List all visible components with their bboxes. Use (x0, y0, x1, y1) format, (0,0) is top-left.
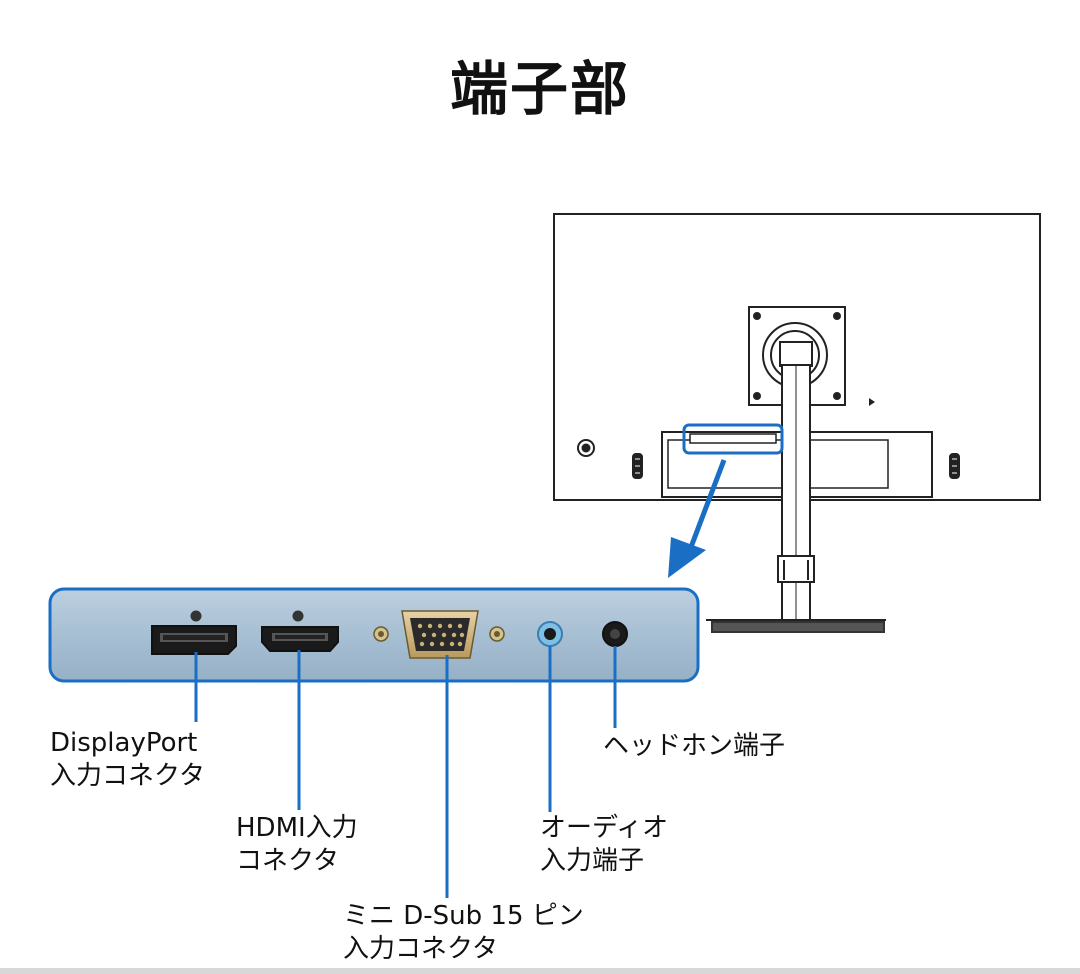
leader-lines (194, 646, 617, 898)
label-audio: オーディオ 入力端子 (540, 812, 668, 878)
label-hdmi-line2: コネクタ (236, 846, 339, 876)
page-title: 端子部 (449, 55, 630, 123)
label-displayport-line1: DisplayPort (50, 728, 198, 758)
power-connector (577, 439, 595, 457)
label-hdmi: HDMI入力 コネクタ (236, 812, 358, 878)
bottom-divider (0, 968, 1080, 974)
stand-base (711, 621, 885, 633)
label-dsub-line1: ミニ D-Sub 15 ピン (343, 901, 584, 931)
audio-input-jack (537, 621, 563, 647)
label-audio-line2: 入力端子 (540, 846, 645, 876)
displayport-connector (151, 610, 237, 655)
label-displayport-line2: 入力コネクタ (50, 761, 205, 791)
connector-area-highlight (682, 423, 784, 455)
label-displayport: DisplayPort 入力コネクタ (50, 727, 205, 793)
headphone-jack (602, 621, 628, 647)
label-dsub-line2: 入力コネクタ (343, 934, 498, 964)
zoom-arrow (668, 459, 727, 578)
hdmi-connector (261, 610, 339, 652)
monitor-rear-view (553, 213, 1041, 633)
connector-panel (48, 587, 700, 683)
label-audio-line1: オーディオ (540, 813, 669, 843)
dsub-connector (373, 610, 505, 659)
label-headphone: ヘッドホン端子 (603, 730, 785, 763)
label-headphone-line1: ヘッドホン端子 (603, 731, 786, 761)
label-hdmi-line1: HDMI入力 (236, 813, 358, 843)
label-dsub: ミニ D-Sub 15 ピン 入力コネクタ (343, 900, 584, 966)
